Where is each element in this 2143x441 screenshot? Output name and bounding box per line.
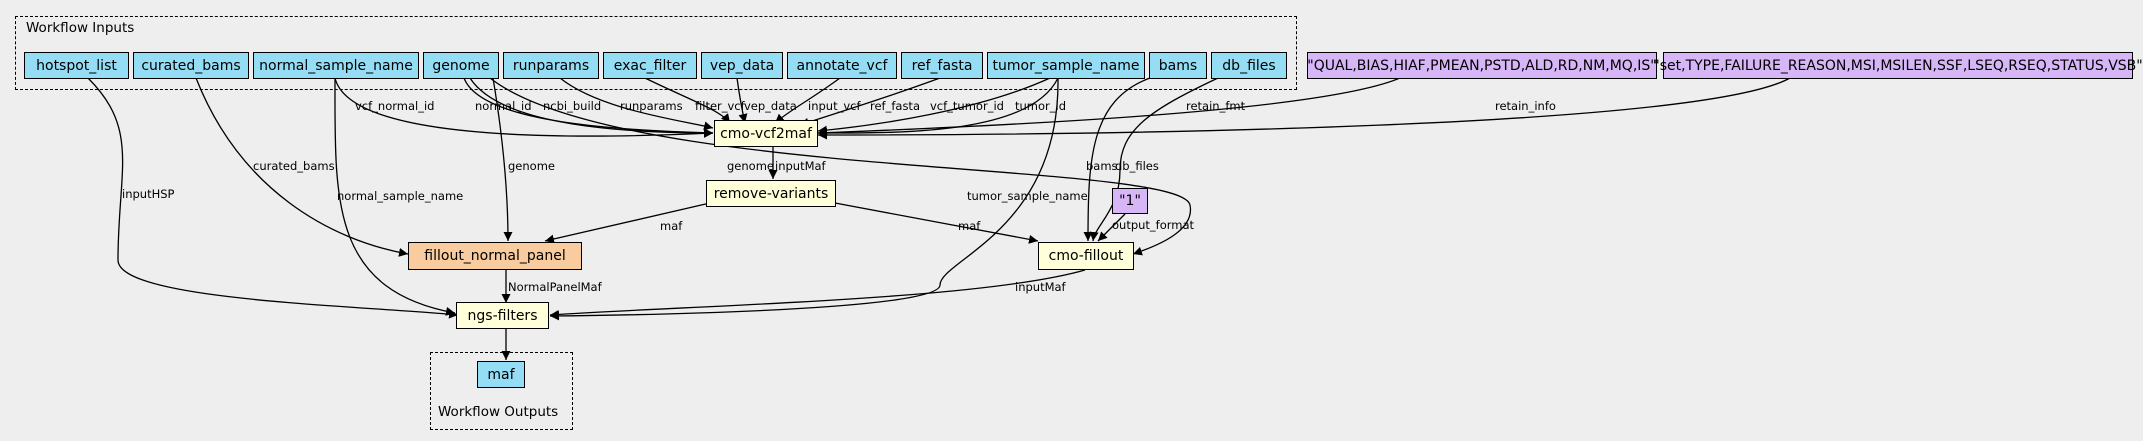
- edge-label-vcf-normal-id: vcf_normal_id: [355, 99, 434, 113]
- param-retain-fmt[interactable]: "QUAL,BIAS,HIAF,PMEAN,PSTD,ALD,RD,NM,MQ,…: [1307, 52, 1657, 79]
- step-cmo-vcf2maf[interactable]: cmo-vcf2maf: [714, 120, 818, 147]
- step-fillout-normal-panel[interactable]: fillout_normal_panel: [408, 242, 582, 270]
- input-annotate-vcf[interactable]: annotate_vcf: [787, 52, 897, 79]
- edge-label-tumor-id: tumor_id: [1015, 99, 1066, 113]
- edge-output-format-cmo: [1097, 213, 1126, 242]
- edge-exac-filter-vcf2maf: [644, 77, 731, 124]
- edge-retain-fmt: [817, 77, 1401, 138]
- edge-label-ref-fasta: ref_fasta: [870, 99, 920, 113]
- edge-label-curated-bams: curated_bams: [253, 159, 335, 173]
- edge-label-filter-vcf: filter_vcf: [695, 99, 746, 113]
- edge-label-normal-id: normal_id: [475, 99, 532, 113]
- edge-label-maf-cmo: maf: [958, 219, 981, 233]
- edge-normal-ngs: [334, 77, 456, 316]
- edge-label-tumor-sample-name: tumor_sample_name: [967, 189, 1088, 203]
- input-bams[interactable]: bams: [1149, 52, 1207, 79]
- edge-hotspot-ngs: [87, 77, 459, 319]
- edge-label-genome-fnp: genome: [508, 159, 555, 173]
- edge-label-inputmaf-2: inputMaf: [1015, 280, 1067, 294]
- edge-label-vcf-tumor-id: vcf_tumor_id: [930, 99, 1004, 113]
- edge-label-normalpanelmaf: NormalPanelMaf: [508, 280, 603, 294]
- workflow-outputs-label: Workflow Outputs: [438, 404, 559, 420]
- input-ref-fasta[interactable]: ref_fasta: [901, 52, 983, 79]
- edge-label-inputhsp: inputHSP: [122, 187, 175, 201]
- input-hotspot-list[interactable]: hotspot_list: [24, 52, 129, 79]
- input-curated-bams[interactable]: curated_bams: [133, 52, 249, 79]
- workflow-inputs-label: Workflow Inputs: [26, 20, 135, 36]
- edge-label-db-files: db_files: [1115, 159, 1159, 173]
- edge-genome-fnp: [492, 77, 513, 242]
- edge-tumor-vcf2maf-a: [817, 77, 1051, 135]
- edge-genome-vcf2maf-normal: [469, 77, 714, 138]
- edge-label-vep-data: vep_data: [744, 99, 797, 113]
- edge-label-runparams: runparams: [620, 99, 683, 113]
- edge-label-retain-fmt: retain_fmt: [1186, 99, 1246, 113]
- output-maf[interactable]: maf: [477, 361, 525, 388]
- edge-curated-fnp: [195, 77, 409, 257]
- param-output-format[interactable]: "1": [1112, 188, 1148, 214]
- input-genome[interactable]: genome: [423, 52, 499, 79]
- edge-label-ncbi-build: ncbi_build: [543, 99, 601, 113]
- edge-remove-fnp: [544, 202, 711, 244]
- edge-label-input-vcf: input_vcf: [808, 99, 861, 113]
- step-remove-variants[interactable]: remove-variants: [706, 180, 836, 207]
- step-ngs-filters[interactable]: ngs-filters: [456, 302, 549, 329]
- workflow-inputs-cluster: [15, 16, 1297, 90]
- input-vep-data[interactable]: vep_data: [701, 52, 783, 79]
- edge-runparams-vcf2maf: [559, 77, 714, 131]
- edge-vep-data-vcf2maf: [736, 77, 748, 124]
- edge-bams-cmo: [1083, 77, 1151, 242]
- edge-normal-sample-name-vcf2maf: [334, 77, 714, 138]
- edge-remove-cmo: [834, 202, 1039, 244]
- edge-dbfiles-cmo: [1089, 77, 1219, 242]
- step-cmo-fillout[interactable]: cmo-fillout: [1038, 242, 1134, 270]
- param-retain-info[interactable]: "set,TYPE,FAILURE_REASON,MSI,MSILEN,SSF,…: [1653, 52, 2143, 79]
- edge-genome-cmo: [489, 77, 1191, 256]
- input-tumor-sample-name[interactable]: tumor_sample_name: [987, 52, 1145, 79]
- edge-label-genome-cmo: genome: [727, 159, 774, 173]
- edge-label-normal-sample-name: normal_sample_name: [337, 189, 463, 203]
- edge-label-bams: bams: [1086, 159, 1118, 173]
- edge-label-retain-info: retain_info: [1495, 99, 1556, 113]
- edge-label-inputmaf-1: inputMaf: [775, 159, 827, 173]
- edge-retain-info: [817, 77, 1791, 140]
- edge-label-output-format: output_format: [1112, 218, 1195, 232]
- input-db-files[interactable]: db_files: [1211, 52, 1287, 79]
- edge-cmo-ngs: [549, 269, 1086, 319]
- edge-annotate-vcf-vcf2maf: [774, 77, 841, 124]
- input-exac-filter[interactable]: exac_filter: [603, 52, 697, 79]
- edge-label-maf-fnp: maf: [660, 219, 683, 233]
- input-runparams[interactable]: runparams: [503, 52, 599, 79]
- input-normal-sample-name[interactable]: normal_sample_name: [253, 52, 419, 79]
- edge-tumor-ngs: [549, 77, 1059, 321]
